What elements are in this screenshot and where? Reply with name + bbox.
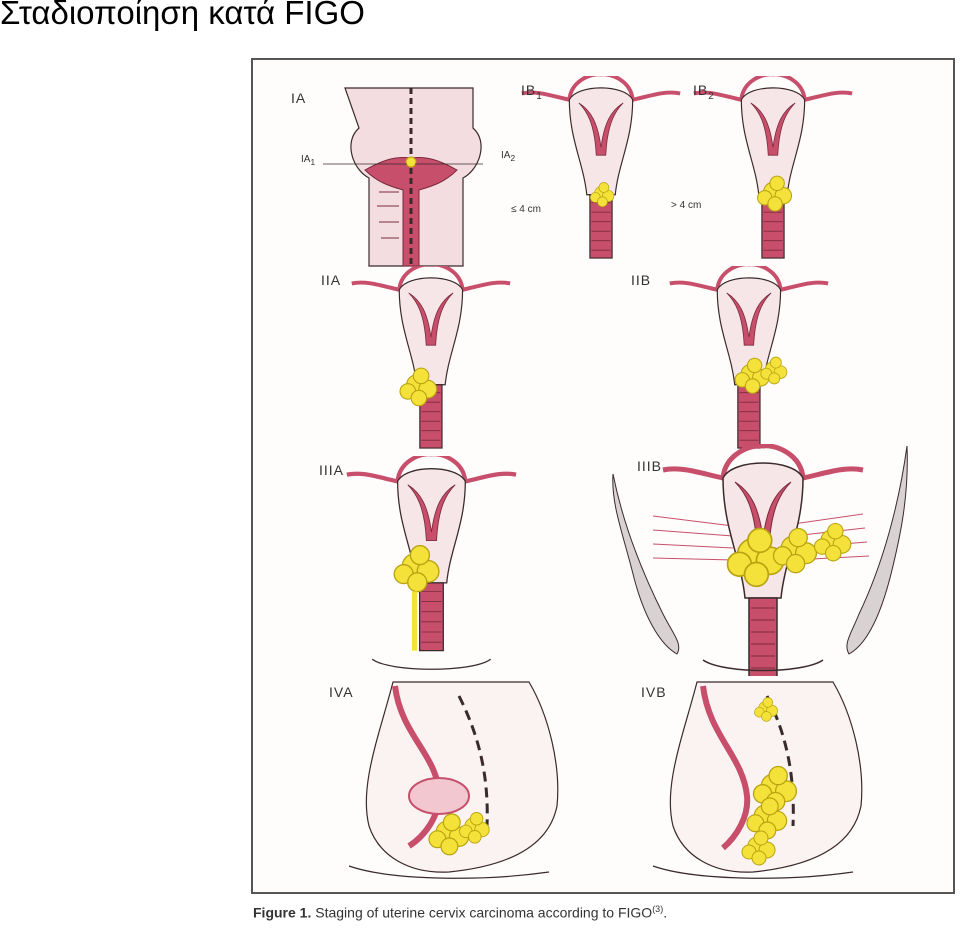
panel-iiib: IIIB [603, 444, 923, 676]
panel-iva-illustration [348, 681, 559, 879]
panel-iib-label: IIB [631, 272, 652, 288]
panel-ivb: IVB [633, 676, 873, 886]
panel-ivb-illustration [652, 681, 863, 879]
panel-iib: IIB [631, 266, 851, 456]
panel-ib1-label: IB1 [521, 82, 543, 102]
panel-ia-illustration [323, 87, 483, 267]
panel-ib2-illustration [693, 76, 853, 261]
panel-iia-illustration [349, 266, 513, 451]
panel-iiia-label: IIIA [319, 462, 345, 478]
panel-ib1-size: ≤ 4 cm [511, 204, 541, 215]
panel-iva-label: IVA [329, 684, 354, 700]
panel-ia2-label: IA2 [501, 150, 516, 163]
figure-frame: IA IA1 IA2 IB1 ≤ 4 cm IB2 > 4 cm IIA [251, 58, 955, 894]
panel-ia: IA IA1 IA2 [283, 82, 515, 272]
panel-ib1: IB1 ≤ 4 cm [511, 76, 681, 266]
panel-iiia-illustration [313, 456, 533, 670]
panel-ia-label: IA [291, 90, 307, 106]
panel-iiib-label: IIIB [637, 458, 663, 474]
page-title: Σταδιοποίηση κατά FIGO [0, 0, 365, 31]
panel-iva: IVA [329, 676, 569, 886]
panel-ivb-label: IVB [641, 684, 667, 700]
panel-iiib-illustration [612, 444, 908, 676]
panel-iia-label: IIA [321, 272, 342, 288]
panel-iiia: IIIA [313, 456, 533, 676]
figure-caption: Figure 1. Staging of uterine cervix carc… [253, 904, 668, 921]
panel-ib2-size: > 4 cm [671, 200, 702, 211]
panel-ib2-label: IB2 [693, 82, 715, 102]
panel-ia1-label: IA1 [301, 154, 316, 167]
panel-ib2: IB2 > 4 cm [671, 76, 853, 266]
panel-iib-illustration [667, 266, 831, 451]
panel-ib1-illustration [521, 76, 681, 261]
panel-iia: IIA [313, 266, 533, 456]
